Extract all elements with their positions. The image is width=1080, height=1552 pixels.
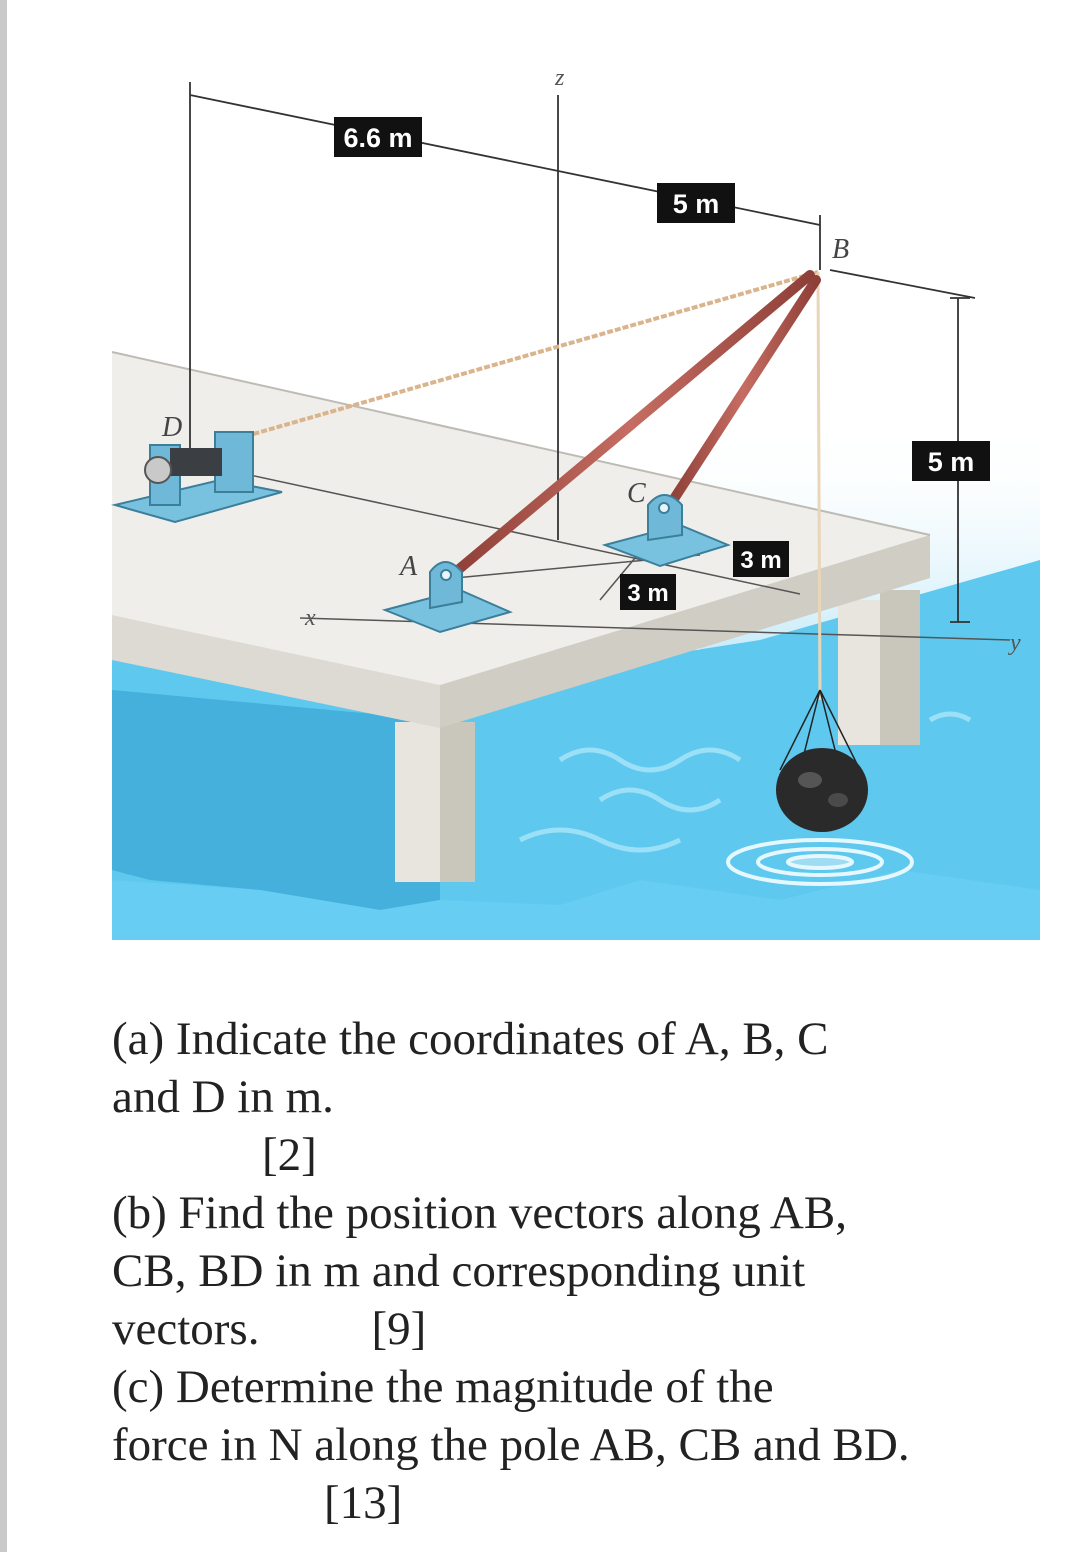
question-a-line2: and D in m. bbox=[112, 1071, 334, 1123]
rope-to-net bbox=[816, 271, 822, 701]
label-point-a: A bbox=[398, 551, 418, 582]
deck-front-face bbox=[112, 615, 440, 728]
label-axis-z: z bbox=[554, 65, 565, 91]
question-c-line2: force in N along the pole AB, CB and BD. bbox=[112, 1419, 910, 1471]
question-c-line1: (c) Determine the magnitude of the bbox=[112, 1361, 774, 1413]
mount-c bbox=[601, 494, 731, 568]
pole-cb bbox=[665, 275, 821, 510]
label-point-b: B bbox=[832, 234, 849, 265]
dim-label-3m-right: 3 m bbox=[733, 541, 789, 577]
pier-leg-right-side bbox=[880, 590, 920, 745]
label-point-d: D bbox=[161, 412, 182, 443]
label-point-c: C bbox=[627, 478, 646, 509]
winch-d bbox=[111, 431, 283, 524]
label-axis-x: x bbox=[304, 605, 316, 631]
svg-text:5 m: 5 m bbox=[673, 189, 720, 219]
svg-text:3 m: 3 m bbox=[627, 580, 668, 607]
question-b-mark: [9] bbox=[371, 1303, 427, 1355]
page-edge-bar bbox=[0, 0, 7, 1552]
water-ripples bbox=[726, 838, 914, 886]
dim-label-5m-top: 5 m bbox=[657, 183, 735, 223]
question-text: (a) Indicate the coordinates of A, B, C … bbox=[112, 1010, 1052, 1532]
question-b-line2: CB, BD in m and corresponding unit bbox=[112, 1245, 806, 1297]
question-a-mark: [2] bbox=[262, 1129, 317, 1181]
question-a-line1: (a) Indicate the coordinates of A, B, C bbox=[112, 1013, 829, 1065]
dim-label-6-6m: 6.6 m bbox=[334, 117, 422, 157]
rock-net bbox=[776, 689, 868, 832]
water-dark-shade bbox=[112, 690, 440, 910]
deck-edge-line bbox=[111, 351, 931, 536]
question-b-line3-text: vectors. bbox=[112, 1303, 260, 1355]
dim-label-3m-left: 3 m bbox=[620, 574, 676, 610]
pole-ab bbox=[447, 270, 815, 580]
label-axis-y: y bbox=[1008, 630, 1021, 656]
deck-right-face bbox=[440, 535, 930, 728]
mount-a bbox=[381, 561, 513, 634]
water-reflection bbox=[112, 870, 1040, 940]
water-wave bbox=[518, 711, 972, 853]
svg-text:5 m: 5 m bbox=[928, 447, 975, 477]
pier-diagram: 6.6 m 5 m 5 m 3 m 3 m A B C D x y z bbox=[111, 65, 1040, 940]
pier-leg-front-side bbox=[440, 722, 475, 882]
rope-bd bbox=[214, 270, 819, 447]
question-b-line3: vectors. [9] bbox=[112, 1300, 1052, 1358]
question-b-line1: (b) Find the position vectors along AB, bbox=[112, 1187, 847, 1239]
svg-text:6.6 m: 6.6 m bbox=[343, 123, 412, 153]
svg-text:3 m: 3 m bbox=[740, 547, 781, 574]
question-c-mark: [13] bbox=[324, 1477, 403, 1529]
dim-label-5m-height: 5 m bbox=[912, 441, 990, 481]
